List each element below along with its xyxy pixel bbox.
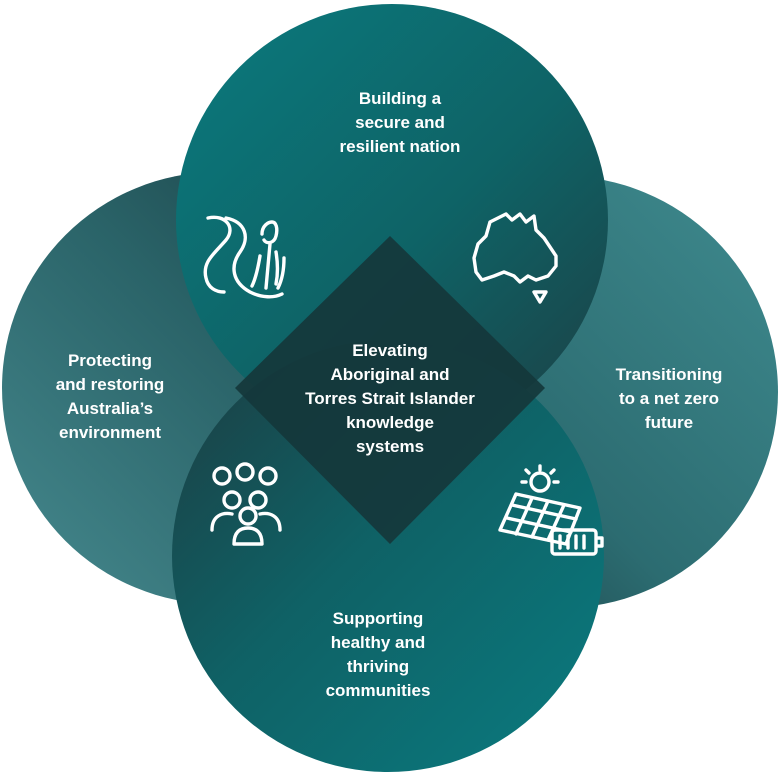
petal-bottom-label: Supporting healthy and thriving communit… [326,609,431,700]
petal-bottom-line-2: healthy and [331,633,425,652]
petal-top-line-3: resilient nation [340,137,461,156]
petal-bottom-circle [172,340,604,772]
petal-right-line-3: future [645,413,693,432]
petal-bottom-line-3: thriving [347,657,409,676]
petal-top-circle [176,4,608,436]
center-line-3: Torres Strait Islander [305,389,475,408]
petal-top-line-2: secure and [355,113,445,132]
petal-right-label: Transitioning to a net zero future [616,365,723,432]
petal-left-line-4: environment [59,423,161,442]
center-line-2: Aboriginal and [331,365,450,384]
center-diamond [235,236,545,544]
center-label: Elevating Aboriginal and Torres Strait I… [305,341,475,456]
petal-top-line-1: Building a [359,89,442,108]
petal-left-line-2: and restoring [56,375,165,394]
center-line-4: knowledge [346,413,434,432]
petal-top-label: Building a secure and resilient nation [340,89,461,156]
australia-map-icon [472,212,558,304]
petal-left-label: Protecting and restoring Australia’s env… [56,351,165,442]
petal-left-line-3: Australia’s [67,399,153,418]
petal-right-line-1: Transitioning [616,365,723,384]
petal-left-line-1: Protecting [68,351,152,370]
river-reeds-icon [203,215,286,299]
center-line-1: Elevating [352,341,428,360]
petal-bottom-line-1: Supporting [333,609,424,628]
petal-right-line-2: to a net zero [619,389,719,408]
community-people-icon [210,462,282,546]
petal-bottom-line-4: communities [326,681,431,700]
solar-panel-battery-icon [498,464,604,556]
center-line-5: systems [356,437,424,456]
